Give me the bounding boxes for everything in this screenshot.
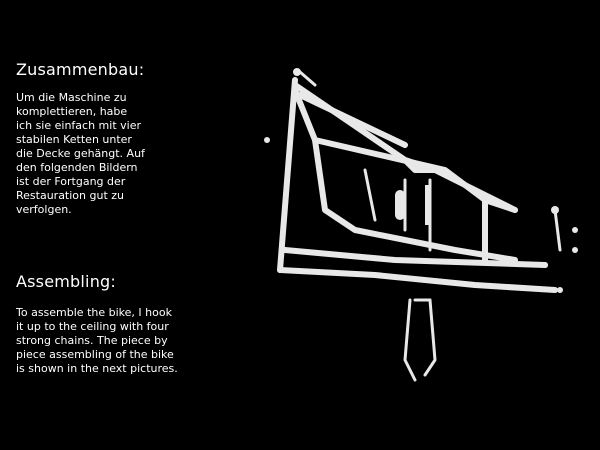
text-line: To assemble the bike, I hook [16, 306, 172, 319]
text-line: komplettieren, habe [16, 105, 128, 118]
text-line: Restauration gut zu [16, 189, 125, 202]
motorcycle-frame-image [264, 68, 578, 382]
text-line: ich sie einfach mit vier [16, 119, 141, 132]
text-line: verfolgen. [16, 203, 72, 216]
text-line: Um die Maschine zu [16, 91, 127, 104]
english-heading: Assembling: [16, 272, 116, 291]
text-line: die Decke gehängt. Auf [16, 147, 145, 160]
text-line: is shown in the next pictures. [16, 362, 178, 375]
text-line: strong chains. The piece by [16, 334, 168, 347]
text-line: ist der Fortgang der [16, 175, 126, 188]
german-paragraph: Um die Maschine zu komplettieren, habe i… [16, 91, 145, 217]
text-line: it up to the ceiling with four [16, 320, 169, 333]
text-line: den folgenden Bildern [16, 161, 138, 174]
text-line: piece assembling of the bike [16, 348, 174, 361]
english-paragraph: To assemble the bike, I hook it up to th… [16, 306, 178, 376]
german-heading: Zusammenbau: [16, 60, 145, 79]
text-line: stabilen Ketten unter [16, 133, 132, 146]
